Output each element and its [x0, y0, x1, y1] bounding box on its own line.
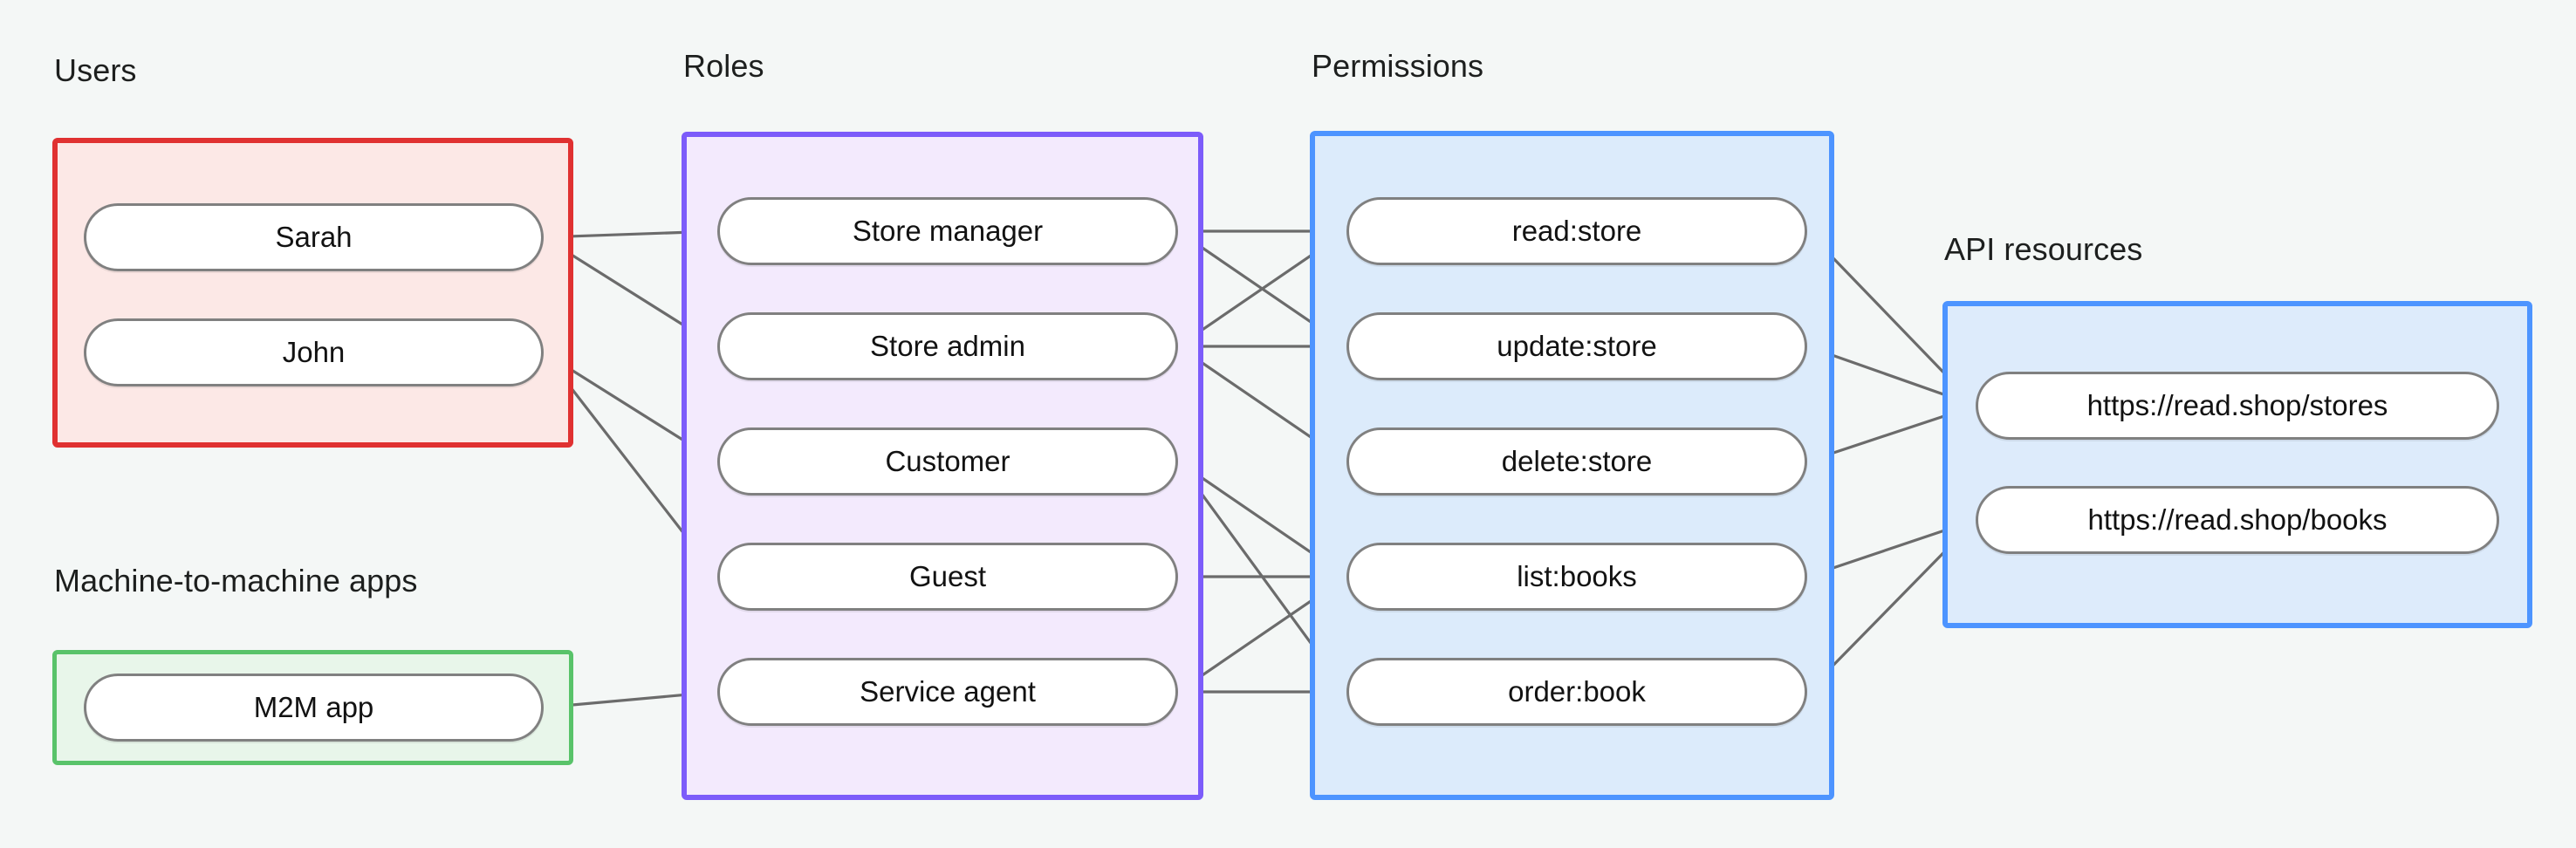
node-role-customer[interactable]: Customer	[717, 427, 1178, 496]
node-label: list:books	[1517, 560, 1637, 592]
group-title-permissions: Permissions	[1312, 48, 1484, 84]
node-user-sarah[interactable]: Sarah	[84, 203, 544, 271]
node-role-service-agent[interactable]: Service agent	[717, 658, 1178, 726]
node-permission-order-book[interactable]: order:book	[1346, 658, 1807, 726]
node-label: update:store	[1497, 330, 1657, 362]
node-label: Store manager	[852, 215, 1044, 247]
group-title-api-resources: API resources	[1944, 231, 2143, 267]
node-label: delete:store	[1501, 445, 1653, 477]
node-permission-read-store[interactable]: read:store	[1346, 197, 1807, 265]
node-label: Customer	[885, 445, 1011, 477]
node-label: Store admin	[870, 330, 1025, 362]
node-role-guest[interactable]: Guest	[717, 543, 1178, 611]
node-role-store-manager[interactable]: Store manager	[717, 197, 1178, 265]
node-label: Guest	[908, 560, 987, 592]
node-label: https://read.shop/books	[2087, 503, 2388, 536]
node-label: Sarah	[275, 221, 353, 253]
group-users	[52, 138, 573, 448]
node-label: M2M app	[253, 691, 374, 723]
node-m2m-app[interactable]: M2M app	[84, 674, 544, 742]
node-api-resource-books[interactable]: https://read.shop/books	[1976, 486, 2499, 554]
node-permission-update-store[interactable]: update:store	[1346, 312, 1807, 380]
node-label: order:book	[1508, 675, 1646, 708]
node-api-resource-stores[interactable]: https://read.shop/stores	[1976, 372, 2499, 440]
group-title-roles: Roles	[683, 48, 764, 84]
group-title-users: Users	[54, 52, 137, 88]
group-title-m2m: Machine-to-machine apps	[54, 563, 418, 598]
node-permission-list-books[interactable]: list:books	[1346, 543, 1807, 611]
node-label: read:store	[1511, 215, 1642, 247]
node-label: John	[282, 336, 346, 368]
node-user-john[interactable]: John	[84, 318, 544, 386]
node-role-store-admin[interactable]: Store admin	[717, 312, 1178, 380]
group-api-resources	[1942, 301, 2532, 628]
node-label: https://read.shop/stores	[2086, 389, 2388, 421]
node-label: Service agent	[860, 675, 1036, 708]
node-permission-delete-store[interactable]: delete:store	[1346, 427, 1807, 496]
